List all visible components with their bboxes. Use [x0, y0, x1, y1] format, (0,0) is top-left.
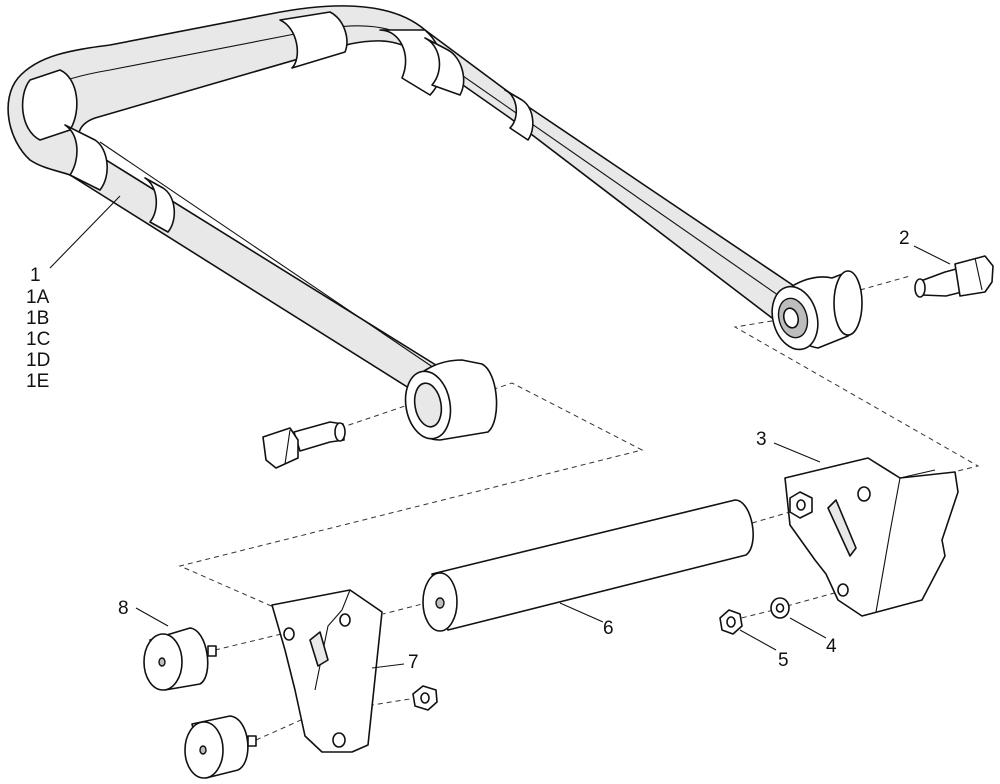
right-bushing	[771, 270, 863, 351]
nut-left	[412, 685, 438, 711]
callout-7: 7	[408, 652, 419, 673]
bolt-left	[262, 421, 346, 469]
callout-6: 6	[603, 618, 614, 639]
rod-part-6	[422, 499, 754, 632]
washer-part-4	[770, 597, 790, 619]
leader-lines	[49, 195, 951, 669]
callout-3: 3	[756, 429, 767, 450]
left-bushing	[404, 359, 498, 441]
bracket-part-7	[271, 589, 383, 753]
callout-1a: 1A	[26, 287, 50, 308]
callout-4: 4	[826, 636, 837, 657]
callout-5: 5	[778, 650, 789, 671]
bumper-part-8-upper	[143, 627, 217, 691]
bolt-part-2	[914, 255, 994, 298]
bracket-part-3	[784, 457, 959, 617]
callout-8: 8	[118, 598, 129, 619]
u-arm-part-1	[7, 5, 863, 441]
nut-part-5	[719, 609, 743, 635]
callout-1d: 1D	[26, 350, 50, 371]
callout-2: 2	[899, 228, 910, 249]
callout-1b: 1B	[26, 308, 49, 329]
callout-1: 1	[30, 265, 41, 286]
callout-1e: 1E	[26, 371, 49, 392]
bumper-part-8-lower	[184, 715, 257, 779]
callout-labels: 1 1A 1B 1C 1D 1E 2 3 4 5 6 7 8	[26, 228, 910, 673]
callout-1c: 1C	[26, 329, 50, 350]
